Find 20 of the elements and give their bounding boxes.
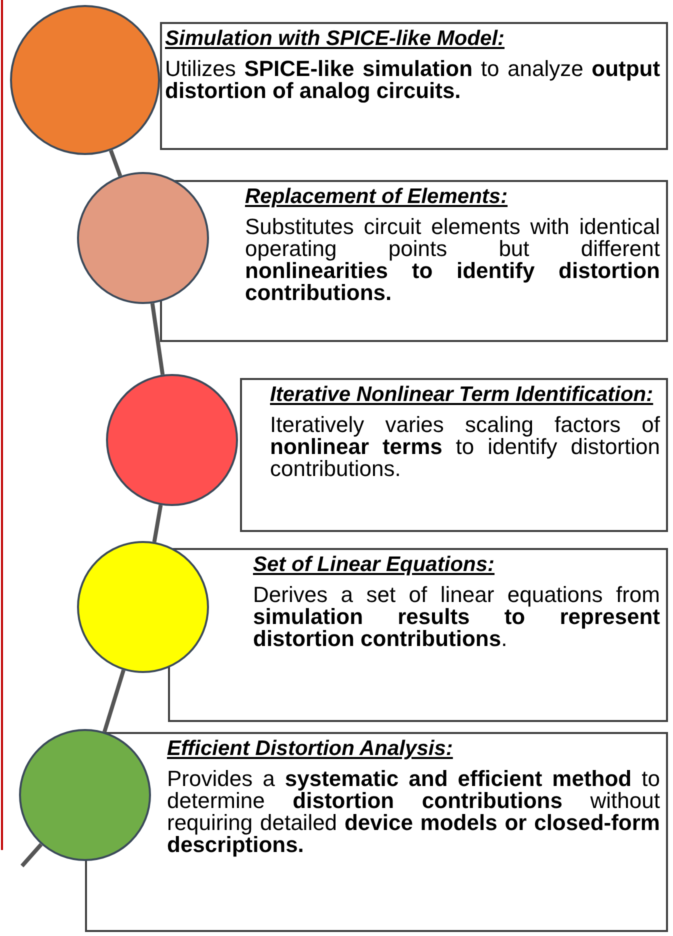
connector-line [152,504,163,542]
text-panel [160,22,668,150]
text-panel [160,180,668,342]
connector-line [108,150,122,177]
text-panel [240,378,668,532]
panel-heading: Iterative Nonlinear Term Identification: [270,384,654,406]
panel-heading: Efficient Distortion Analysis: [167,738,454,760]
text-panel [168,548,668,722]
connector-line [102,669,126,733]
panel-description: Iteratively varies scaling factors of nonlinear terms to identify distortion contributions. [270,414,660,480]
panel-description: Utilizes SPICE-like simulation to analyze output distortion of analog circuits. [165,58,660,102]
panel-description: Substitutes circuit elements with identical operating points but different nonlinearities to identify distortion contributions. [245,216,660,304]
panel-heading: Simulation with SPICE-like Model: [165,28,506,50]
panel-description: Provides a systematic and efficient method to determine distortion contributions without requiring detailed device models or closed-form descriptions. [167,768,660,856]
panel-heading: Replacement of Elements: [245,186,509,208]
panel-heading: Set of Linear Equations: [253,554,496,576]
panel-description: Derives a set of linear equations from simulation results to represent distortion contributions. [253,584,660,650]
connector-line [150,303,165,375]
text-panel [85,732,668,932]
connector-line [20,843,43,868]
